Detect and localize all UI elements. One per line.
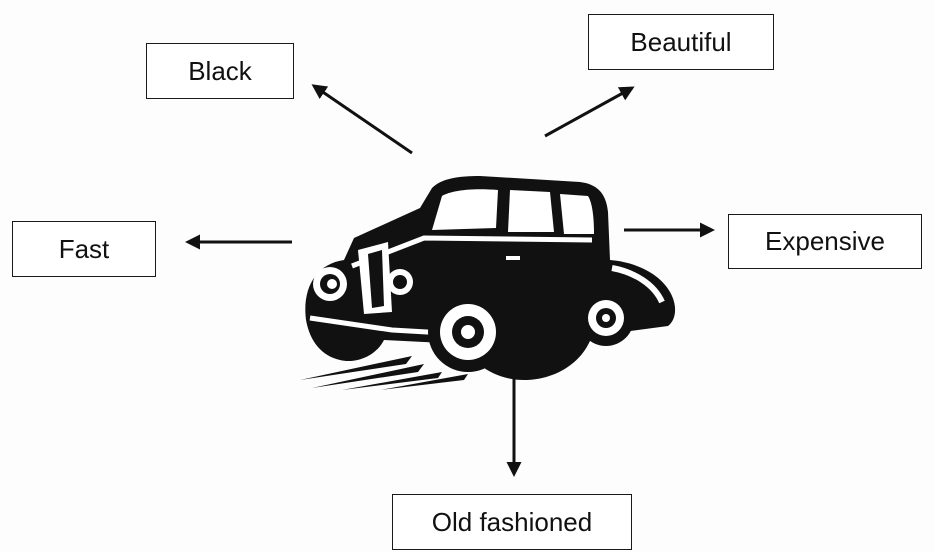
label-old-fashioned: Old fashioned bbox=[392, 494, 632, 550]
arrow-to-beautiful bbox=[544, 86, 635, 138]
label-expensive: Expensive bbox=[728, 214, 922, 269]
label-fast-text: Fast bbox=[58, 233, 110, 264]
label-beautiful: Beautiful bbox=[588, 14, 774, 70]
label-old-fashioned-text: Old fashioned bbox=[431, 506, 593, 537]
arrow-to-black bbox=[311, 84, 413, 155]
vintage-car-icon bbox=[300, 176, 676, 390]
label-fast: Fast bbox=[12, 221, 156, 277]
label-beautiful-text: Beautiful bbox=[630, 26, 732, 57]
label-expensive-text: Expensive bbox=[765, 226, 885, 256]
label-black-text: Black bbox=[188, 55, 252, 86]
label-black: Black bbox=[146, 43, 294, 99]
